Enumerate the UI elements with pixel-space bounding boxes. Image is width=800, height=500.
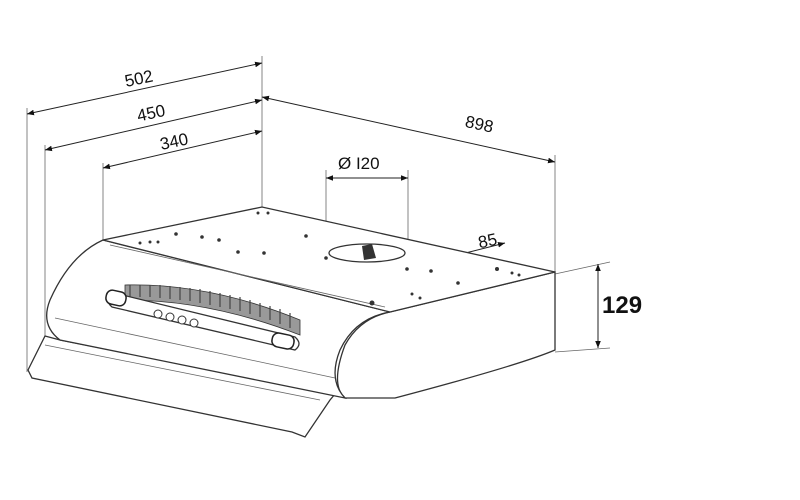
grille-slats bbox=[129, 285, 291, 328]
top-panel bbox=[102, 206, 556, 313]
dim-line-340 bbox=[102, 129, 263, 170]
dim-line-450 bbox=[44, 98, 263, 152]
range-hood bbox=[27, 206, 556, 438]
pull-out-visor bbox=[27, 335, 337, 438]
label-85: 85 bbox=[476, 230, 498, 253]
label-450: 450 bbox=[135, 101, 167, 125]
label-340: 340 bbox=[158, 129, 190, 153]
label-898: 898 bbox=[463, 112, 495, 136]
control-button-4[interactable] bbox=[189, 318, 199, 328]
label-129: 129 bbox=[602, 292, 642, 319]
control-button-1[interactable] bbox=[153, 309, 163, 319]
right-handle[interactable] bbox=[271, 332, 295, 350]
mounting-holes bbox=[138, 211, 521, 306]
left-handle[interactable] bbox=[105, 289, 127, 307]
control-button-2[interactable] bbox=[165, 312, 175, 322]
label-duct-diameter: Ø I20 bbox=[338, 154, 380, 173]
control-panel bbox=[105, 284, 301, 351]
extension-lines bbox=[26, 56, 611, 372]
dim-line-898 bbox=[261, 95, 556, 164]
control-button-3[interactable] bbox=[177, 315, 187, 325]
